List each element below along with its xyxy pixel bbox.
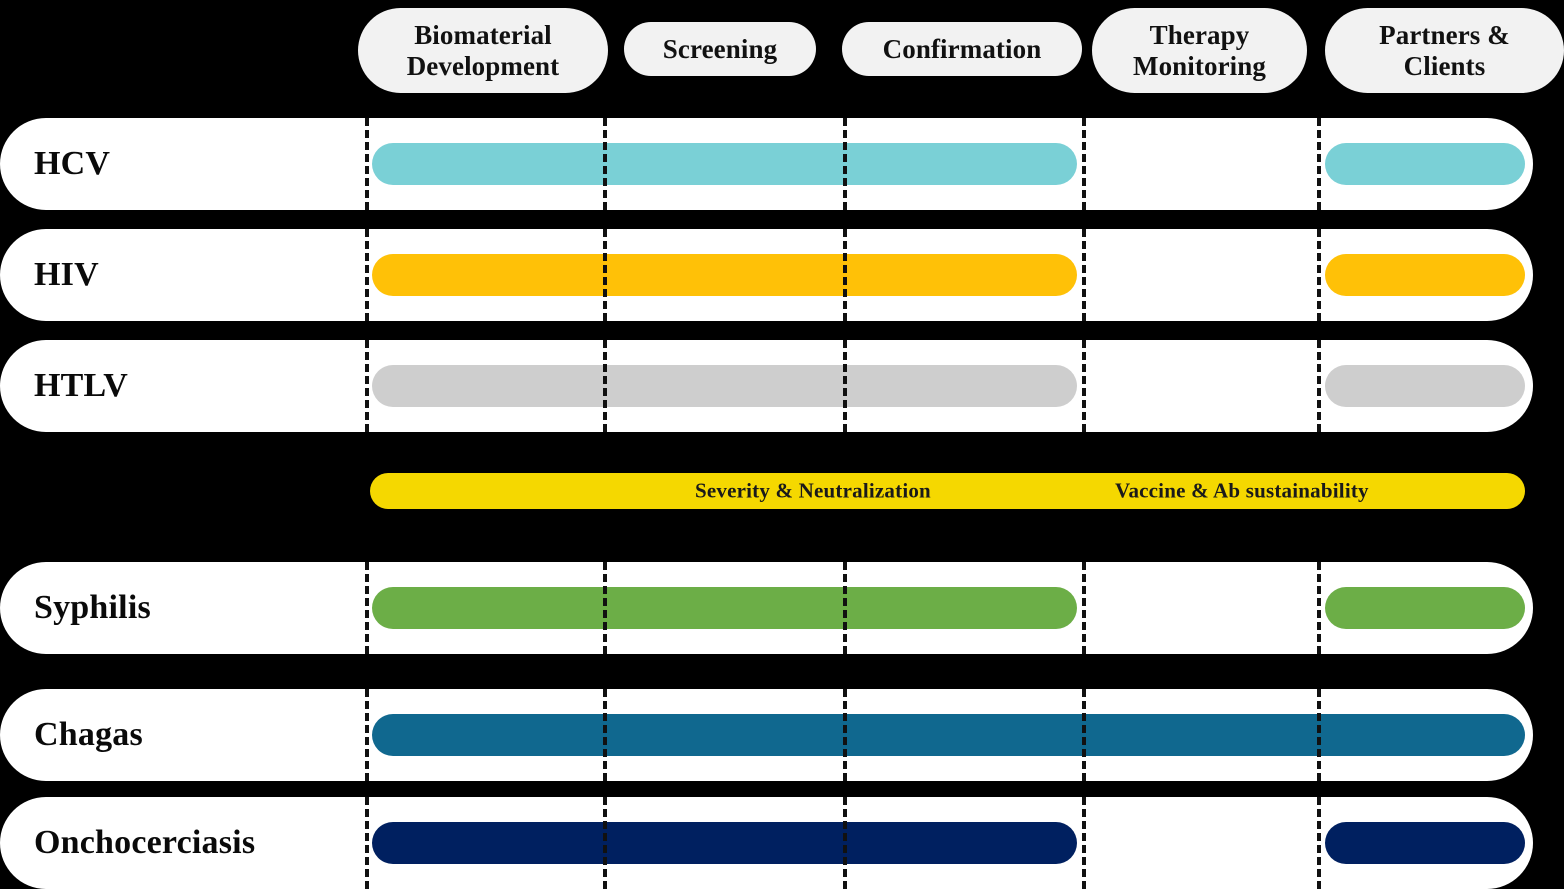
lane-label-htlv: HTLV [34, 367, 129, 404]
stage-pill-0[interactable]: Biomaterial Development [358, 8, 608, 93]
divider-screening [603, 118, 607, 210]
divider-confirmation [843, 118, 847, 210]
divider-partners [1317, 689, 1321, 781]
callout-note-0: Severity & Neutralization [695, 478, 931, 503]
stage-pill-label: Confirmation [882, 33, 1042, 64]
divider-therapy [1082, 229, 1086, 321]
stage-pill-2[interactable]: Confirmation [842, 22, 1082, 76]
divider-therapy [1082, 118, 1086, 210]
progress-bar-chagas-0[interactable] [372, 714, 1525, 756]
stage-pill-label: Biomaterial Development [406, 20, 560, 81]
lane-label-onchocerciasis: Onchocerciasis [34, 824, 256, 861]
divider-therapy [1082, 797, 1086, 889]
divider-biomaterial-start [365, 118, 369, 210]
stage-pill-4[interactable]: Partners & Clients [1325, 8, 1564, 93]
progress-bar-htlv-1[interactable] [1325, 365, 1525, 407]
stage-pill-3[interactable]: Therapy Monitoring [1092, 8, 1307, 93]
divider-partners [1317, 797, 1321, 889]
lane-label-hiv: HIV [34, 256, 99, 293]
progress-bar-syphilis-0[interactable] [372, 587, 1077, 629]
divider-partners [1317, 340, 1321, 432]
progress-bar-hcv-0[interactable] [372, 143, 1077, 185]
divider-screening [603, 689, 607, 781]
divider-partners [1317, 229, 1321, 321]
callout-note-1: Vaccine & Ab sustainability [1115, 478, 1369, 503]
divider-confirmation [843, 340, 847, 432]
divider-screening [603, 229, 607, 321]
divider-biomaterial-start [365, 340, 369, 432]
divider-biomaterial-start [365, 562, 369, 654]
stage-header: Biomaterial Development Screening Confirma… [0, 0, 1564, 100]
divider-screening [603, 340, 607, 432]
progress-bar-onchocerciasis-1[interactable] [1325, 822, 1525, 864]
divider-confirmation [843, 797, 847, 889]
divider-confirmation [843, 689, 847, 781]
divider-confirmation [843, 229, 847, 321]
divider-biomaterial-start [365, 797, 369, 889]
stage-pill-1[interactable]: Screening [624, 22, 816, 76]
progress-bar-onchocerciasis-0[interactable] [372, 822, 1077, 864]
divider-screening [603, 562, 607, 654]
lane-hiv[interactable]: HIV [0, 229, 1533, 321]
progress-bar-syphilis-1[interactable] [1325, 587, 1525, 629]
divider-partners [1317, 562, 1321, 654]
stage-pill-label: Partners & Clients [1379, 20, 1510, 81]
progress-bar-hiv-0[interactable] [372, 254, 1077, 296]
progress-bar-hcv-1[interactable] [1325, 143, 1525, 185]
callout-band[interactable]: Severity & Neutralization Vaccine & Ab su… [370, 473, 1525, 509]
divider-biomaterial-start [365, 229, 369, 321]
lane-label-syphilis: Syphilis [34, 589, 151, 626]
lane-label-hcv: HCV [34, 145, 111, 182]
divider-partners [1317, 118, 1321, 210]
progress-bar-htlv-0[interactable] [372, 365, 1077, 407]
stage-pill-label: Screening [662, 33, 778, 64]
divider-therapy [1082, 340, 1086, 432]
divider-confirmation [843, 562, 847, 654]
divider-therapy [1082, 562, 1086, 654]
stage-pill-label: Therapy Monitoring [1133, 20, 1266, 81]
divider-therapy [1082, 689, 1086, 781]
lane-label-chagas: Chagas [34, 716, 143, 753]
progress-bar-hiv-1[interactable] [1325, 254, 1525, 296]
divider-biomaterial-start [365, 689, 369, 781]
divider-screening [603, 797, 607, 889]
